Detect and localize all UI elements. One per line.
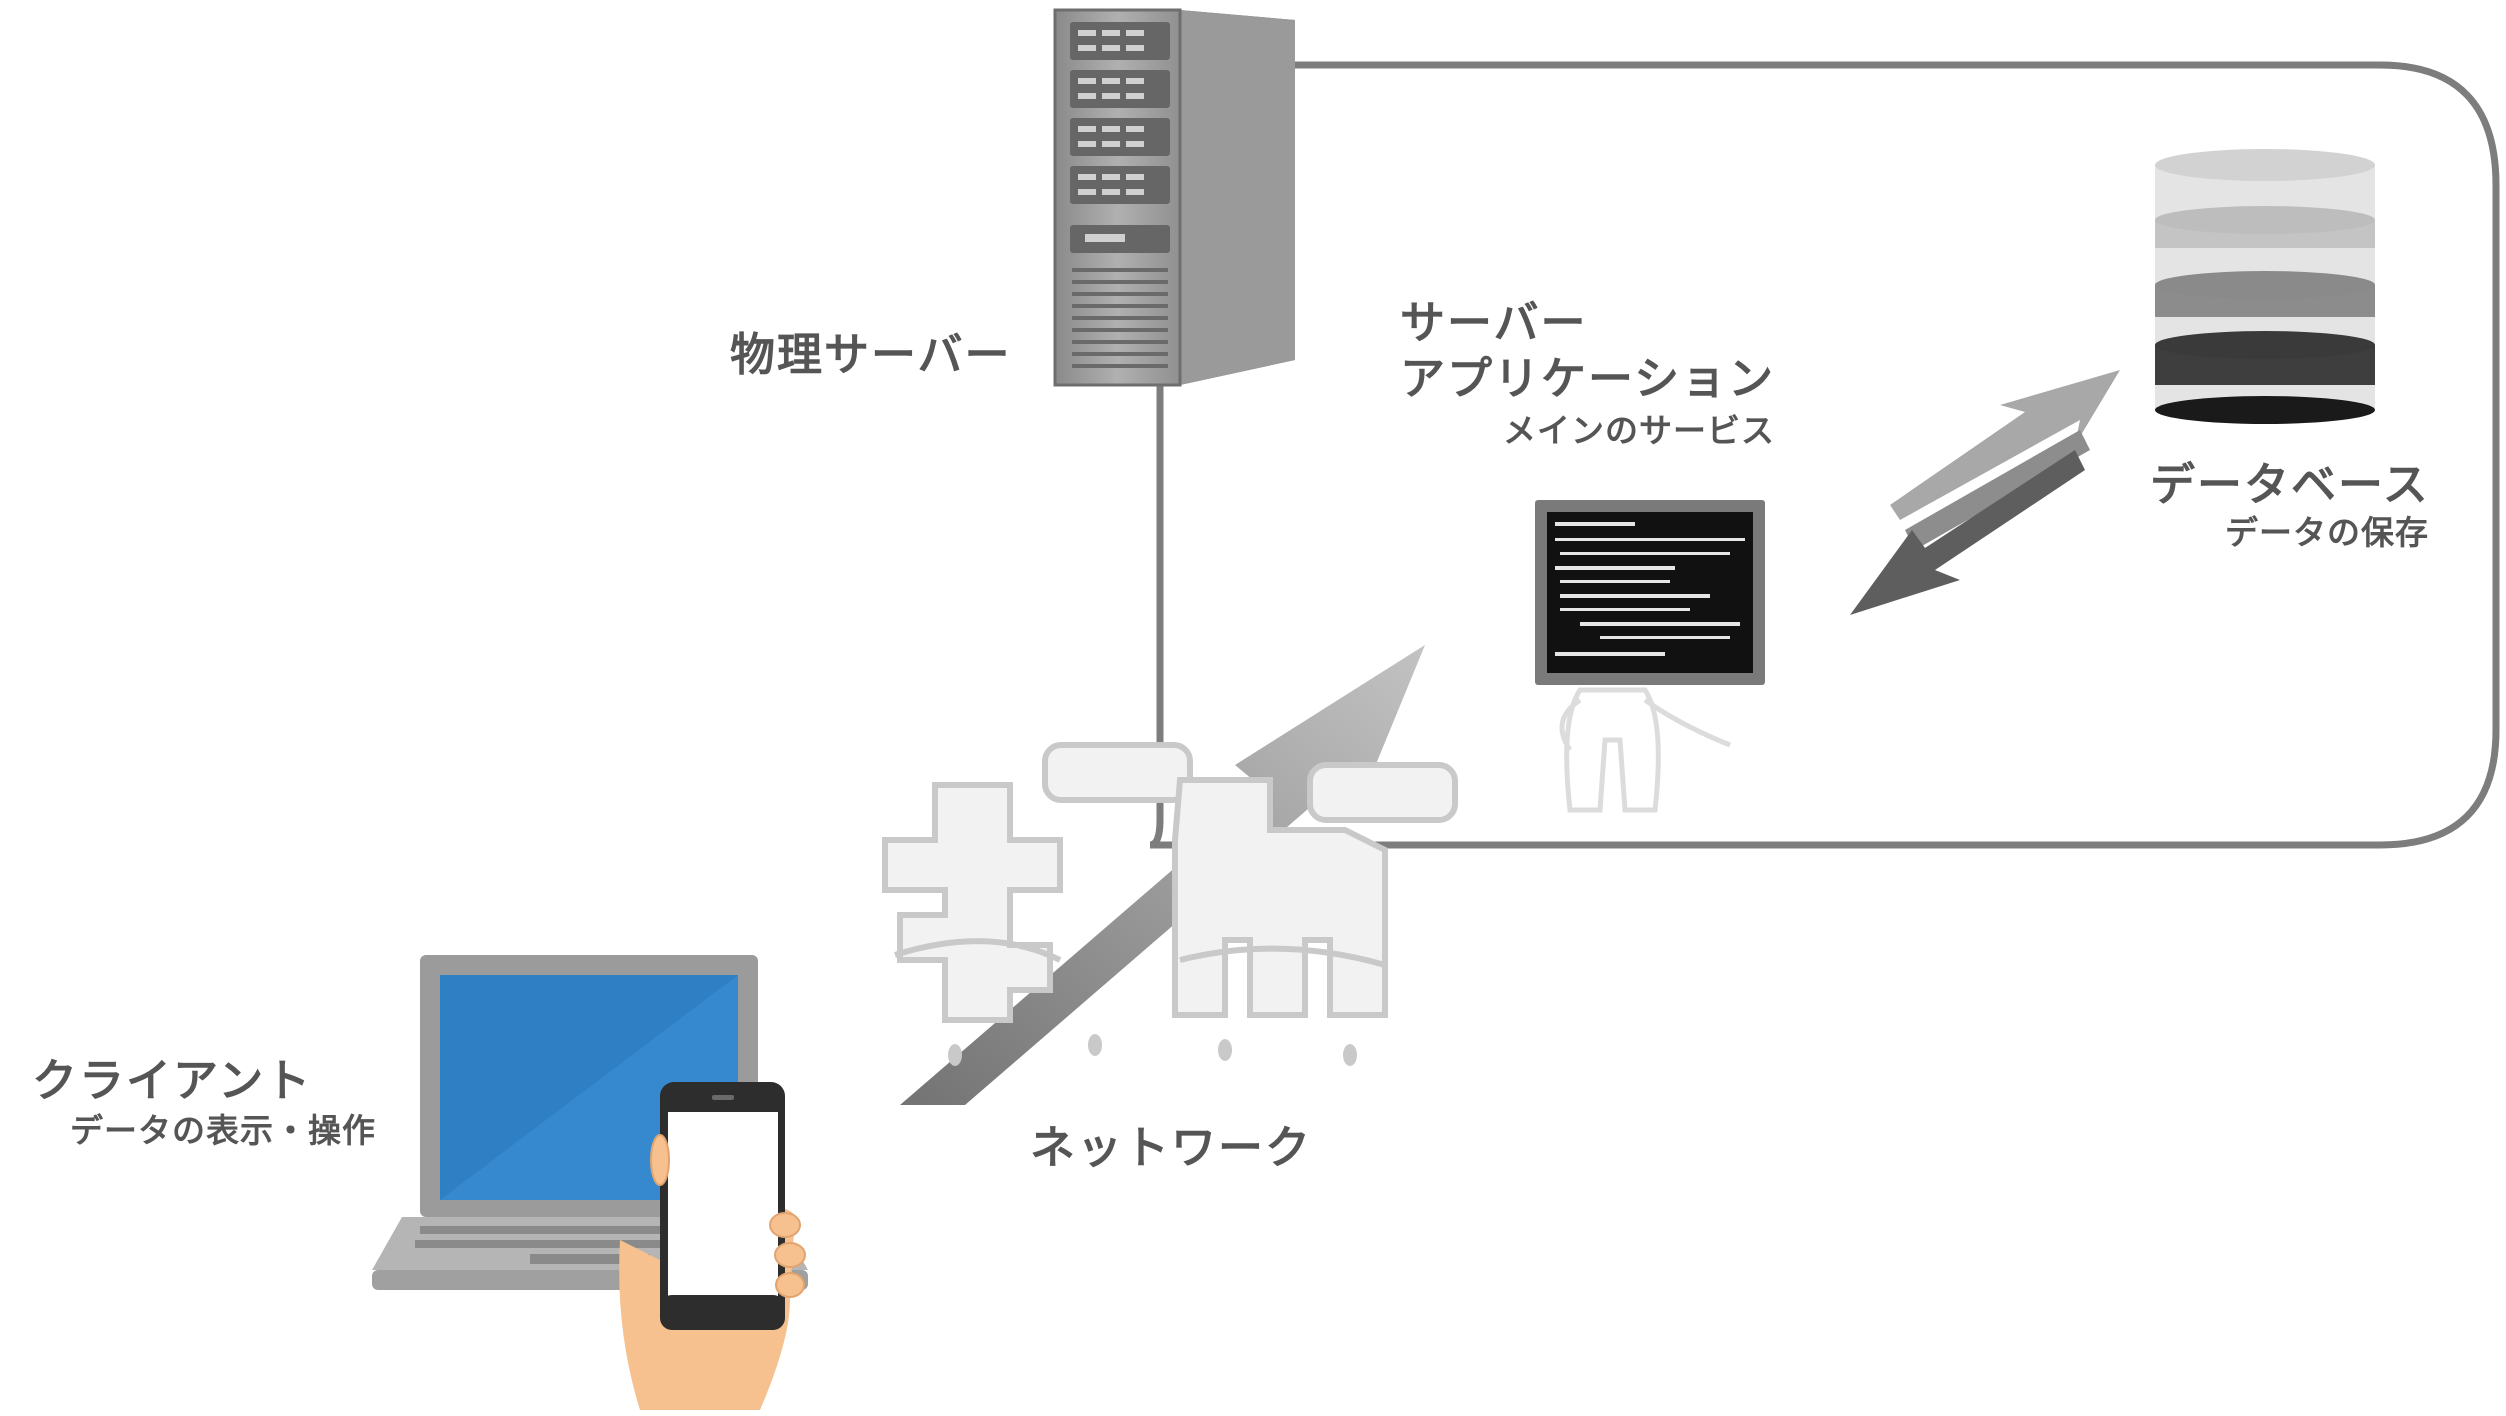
physical-server-label: 物理サーバー xyxy=(730,328,1012,381)
database-cylinder-icon xyxy=(2155,149,2375,424)
network-cable-mascot-icon xyxy=(882,742,1458,1023)
smartphone-in-hand-icon xyxy=(619,1082,806,1410)
network-label: ネットワーク xyxy=(1030,1121,1313,1174)
server-rack-icon xyxy=(1053,8,1295,387)
server-application-label-line1: サーバー xyxy=(1400,296,1588,349)
bidirectional-arrow-icon xyxy=(1850,370,2120,615)
server-application-sublabel: メインのサービス xyxy=(1503,411,1775,450)
droplet-icons xyxy=(948,1034,1357,1066)
server-boundary-frame xyxy=(1149,61,2500,849)
network-arrow-icon xyxy=(900,645,1425,1105)
database-label: データベース xyxy=(2150,458,2430,511)
terminal-character-icon xyxy=(1535,500,1765,813)
database-sublabel: データの保存 xyxy=(2225,513,2429,552)
client-sublabel: データの表示・操作 xyxy=(70,1111,376,1150)
client-label: クライアント xyxy=(32,1054,313,1107)
server-application-label-line2: アプリケーション xyxy=(1400,352,1776,405)
